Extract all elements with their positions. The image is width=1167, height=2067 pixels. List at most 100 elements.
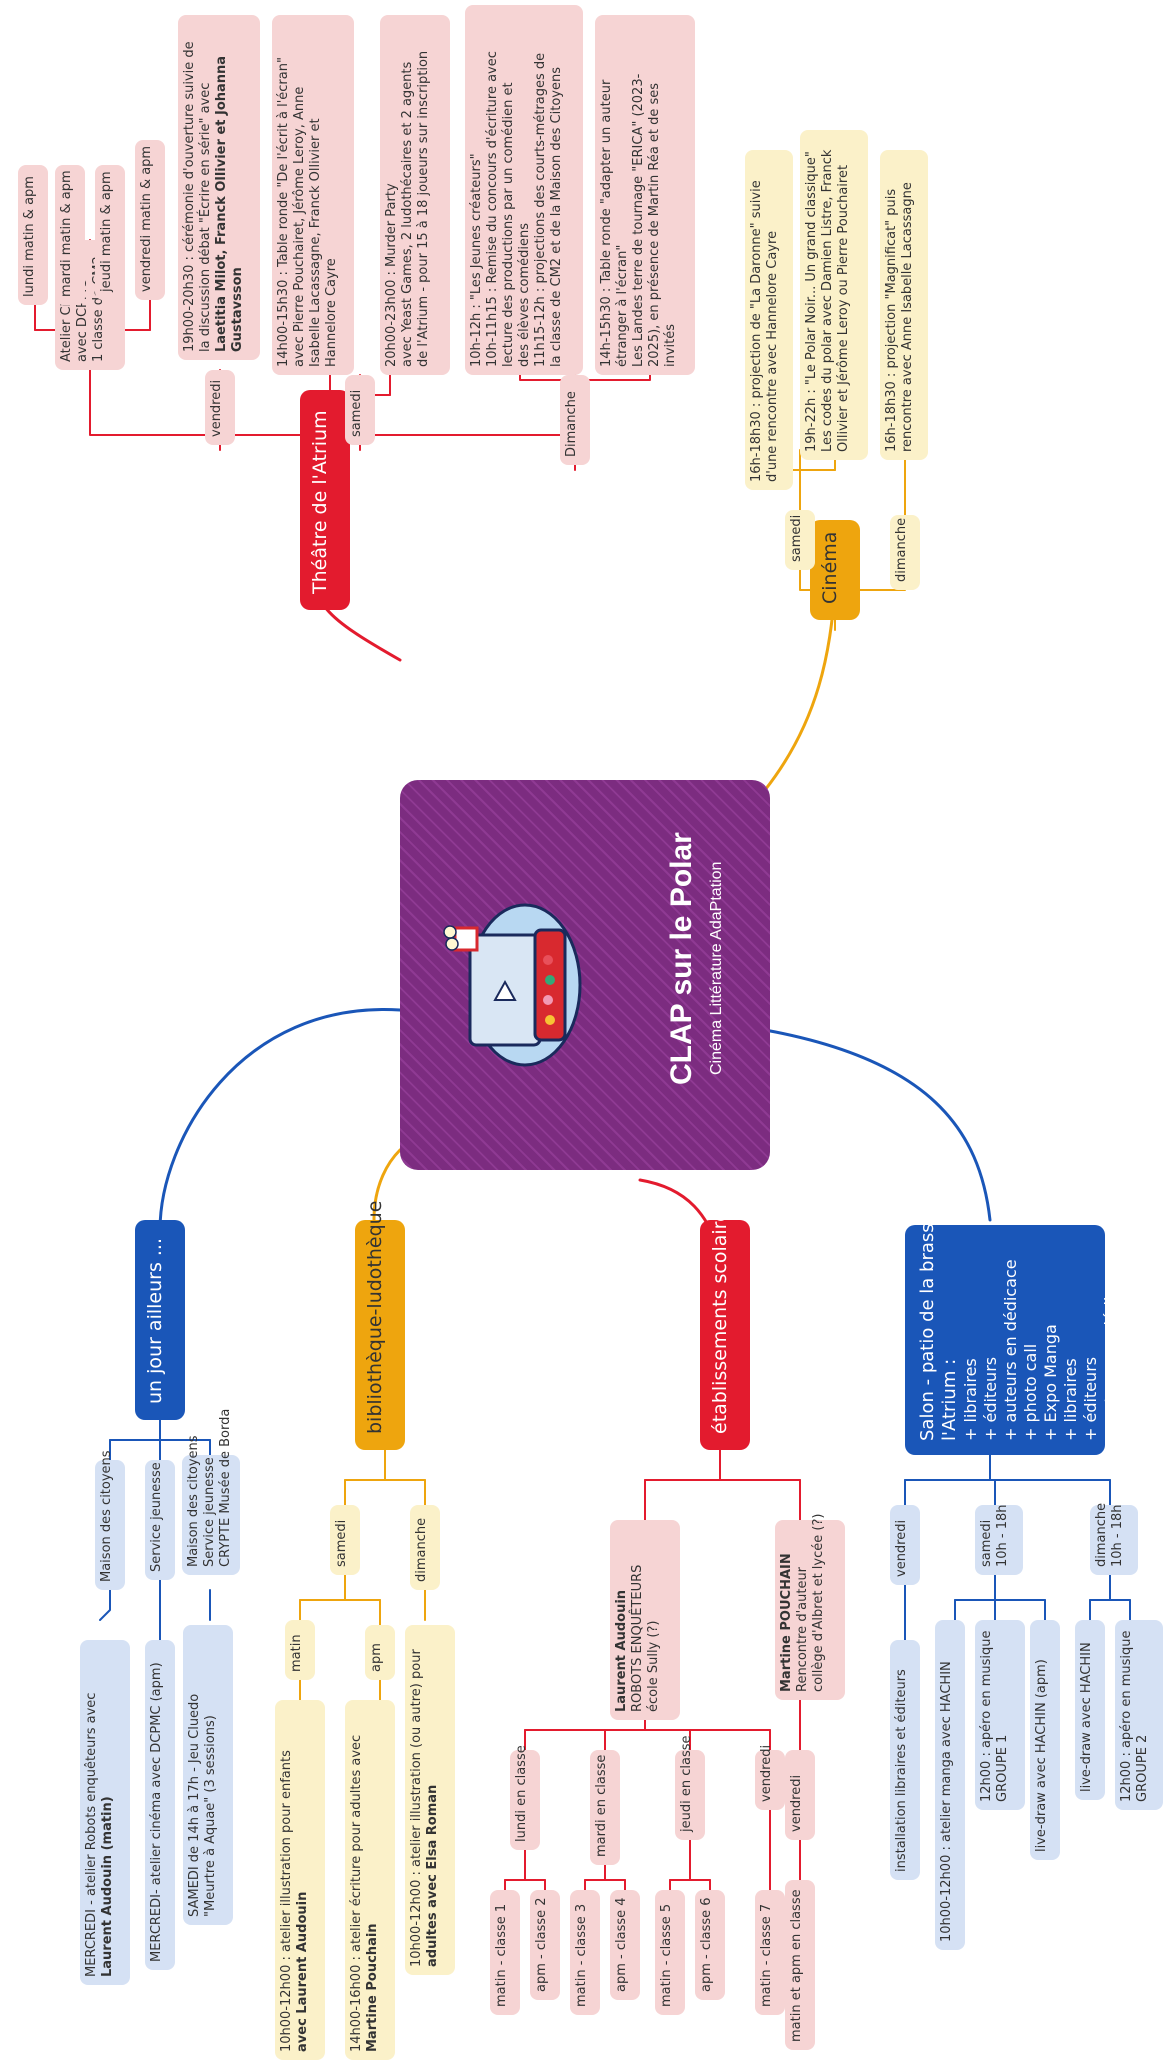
event-dimanche: 10h00-12h00 : atelier illustration (ou a…	[405, 1625, 455, 1975]
event-vendredi: installation libraires et éditeurs	[890, 1640, 920, 1880]
text-line: Maison des citoyens	[186, 1463, 202, 1567]
text-line: + éditeurs	[981, 1239, 1001, 1441]
event-matin: 10h00-12h00 : atelier illustration pour …	[275, 1700, 325, 2060]
central-subtitle: Cinéma Littérature AdaPtation	[708, 862, 726, 1075]
text-line: samedi	[979, 1513, 995, 1567]
atelier-day: jeudi matin & apm	[95, 165, 125, 300]
text-line: Gustavsson	[230, 23, 246, 352]
class-slot: matin - classe 3	[570, 1890, 600, 2015]
label-dimanche: dimanche	[890, 515, 920, 590]
day-vendredi: vendredi	[785, 1750, 815, 1840]
event-apm: 14h00-16h00 : atelier écriture pour adul…	[345, 1700, 395, 2060]
text-line: 16h-18h30 : projection "Magnificat" puis	[884, 158, 900, 452]
text-line: Ollivier et Jérôme Leroy ou Pierre Pouch…	[836, 138, 852, 452]
text-line: 10h00-12h00 : atelier illustration (ou a…	[409, 1633, 425, 1967]
event-ailleurs-1: MERCREDI - atelier Robots enquêteurs ave…	[80, 1640, 130, 1985]
atelier-day: mardi matin & apm	[55, 165, 85, 305]
event-samedi-2: 20h00-23h00 : Murder Partyavec Yeast Gam…	[380, 15, 450, 375]
class-slot: matin - classe 7	[755, 1890, 785, 2015]
text-line: Rencontre d'auteur	[795, 1528, 811, 1692]
text-line: 14h-15h30 : Table ronde "adapter un aute…	[599, 23, 615, 367]
text-line: 16h-18h30 : projection de "La Daronne" s…	[749, 158, 765, 482]
day-lundi: lundi en classe	[510, 1750, 540, 1850]
text-line: rencontre avec Anne Isabelle Lacassagne	[900, 158, 916, 452]
text-line: école Sully (?)	[646, 1528, 662, 1712]
main-connector	[160, 1009, 400, 1230]
text-line: lecture des productions par un comédien …	[501, 13, 517, 367]
text-line: d'une rencontre avec Hannelore Cayre	[765, 158, 781, 482]
label-samedi: samedi	[330, 1505, 360, 1575]
text-line: des élèves comédiens	[517, 13, 533, 367]
label-samedi: samedi	[345, 375, 375, 445]
event-sam-3: live-draw avec HACHIN (apm)	[1030, 1620, 1060, 1860]
branch-ailleurs: un jour ailleurs ...	[135, 1220, 185, 1420]
text-line: Martine POUCHAIN	[779, 1528, 795, 1692]
event-samedi-1: 16h-18h30 : projection de "La Daronne" s…	[745, 150, 793, 490]
text-line: MERCREDI - atelier Robots enquêteurs ave…	[84, 1648, 100, 1977]
class-slot: matin - classe 1	[490, 1890, 520, 2015]
label-vendredi: vendredi	[890, 1505, 920, 1585]
text-line: ROBOTS ENQUÊTEURS	[630, 1528, 646, 1712]
day-mardi: mardi en classe	[590, 1750, 620, 1865]
text-line: "Meurtre à Aquae" (3 sessions)	[203, 1633, 219, 1917]
salon-title-line: Salon - patio de la brasserie de	[917, 1239, 939, 1441]
place-maison: Maison des citoyens	[95, 1460, 125, 1590]
text-line: collège d'Albret et lycée (?)	[811, 1528, 827, 1692]
text-line: 14h00-15h30 : Table ronde "De l'écrit à …	[276, 23, 292, 367]
text-line: Laurent Audouin (matin)	[100, 1648, 116, 1977]
text-line: CRYPTE Musée de Borda	[218, 1463, 234, 1567]
class-slot: apm - classe 4	[610, 1890, 640, 2000]
text-line: + auteurs en dédicace	[1001, 1239, 1021, 1441]
main-connector	[765, 590, 835, 790]
event-dimanche: 16h-18h30 : projection "Magnificat" puis…	[880, 150, 928, 460]
branch-cinema: Cinéma	[810, 520, 860, 620]
salon-item: + éditeurs	[1081, 1239, 1101, 1441]
class-slot: matin - classe 5	[655, 1890, 685, 2015]
salon-item: + photo call	[1121, 1239, 1141, 1441]
text-line: la discussion débat "Écrire en série" av…	[198, 23, 214, 352]
text-line: Martine Pouchain	[365, 1708, 381, 2052]
text-line: + photo call	[1021, 1239, 1041, 1441]
event-dimanche-2: 14h-15h30 : Table ronde "adapter un aute…	[595, 15, 695, 375]
place-service: Service jeunesse	[145, 1460, 175, 1580]
label-dimanche: dimanche	[410, 1505, 440, 1590]
text-line: 19h00-20h30 : cérémonie d'ouverture suiv…	[182, 23, 198, 352]
text-line: 10h - 18h	[995, 1513, 1011, 1567]
label-matin: matin	[285, 1620, 315, 1680]
central-topic: CLAP sur le Polar Cinéma Littérature AdaP…	[400, 780, 770, 1170]
text-line: Laurent Audouin	[614, 1528, 630, 1712]
text-line: Laetitia Milot, Franck Ollivier et Johan…	[214, 23, 230, 352]
text-line: 10h-12h : "Les Jeunes créateurs"	[469, 13, 485, 367]
main-connector	[765, 1030, 990, 1220]
text-line: avec Pierre Pouchairet, Jérôme Leroy, An…	[292, 23, 308, 367]
text-line: + Expo Manga	[1041, 1239, 1061, 1441]
atelier-day: vendredi matin & apm	[135, 140, 165, 300]
text-line: 11h15-12h : projections des courts-métra…	[533, 13, 549, 367]
event-vendredi: 19h00-20h30 : cérémonie d'ouverture suiv…	[178, 15, 260, 360]
label-vendredi: vendredi	[205, 370, 235, 445]
text-line: Les Landes terre de tournage "ERICA" (20…	[631, 23, 647, 367]
text-line: adultes avec Elsa Roman	[425, 1633, 441, 1967]
text-line: + libraires	[961, 1239, 981, 1441]
event-dimanche-1: 10h-12h : "Les Jeunes créateurs"10h-11h1…	[465, 5, 583, 375]
label-apm: apm	[365, 1625, 395, 1680]
text-line: 2025), en présence de Martin Réa et de s…	[647, 23, 663, 367]
salon-item: + libraires	[1061, 1239, 1081, 1441]
label-dimanche: Dimanche	[560, 375, 590, 465]
salon-title-line: l'Atrium :	[939, 1239, 961, 1441]
text-line: dimanche	[1094, 1513, 1110, 1567]
event-dim-1: live-draw avec HACHIN	[1075, 1620, 1105, 1800]
text-line: la classe de CM2 et de la Maison des Cit…	[549, 13, 565, 367]
text-line: GROUPE 1	[995, 1628, 1011, 1802]
central-title: CLAP sur le Polar	[665, 832, 699, 1085]
text-line: invités	[663, 23, 679, 367]
text-line: 10h - 18h	[1110, 1513, 1126, 1567]
text-line: étranger à l'écran"	[615, 23, 631, 367]
event-ailleurs-3: SAMEDI de 14h à 17h - Jeu Cluedo"Meurtre…	[183, 1625, 233, 1925]
label-dimanche: dimanche10h - 18h	[1090, 1505, 1138, 1575]
